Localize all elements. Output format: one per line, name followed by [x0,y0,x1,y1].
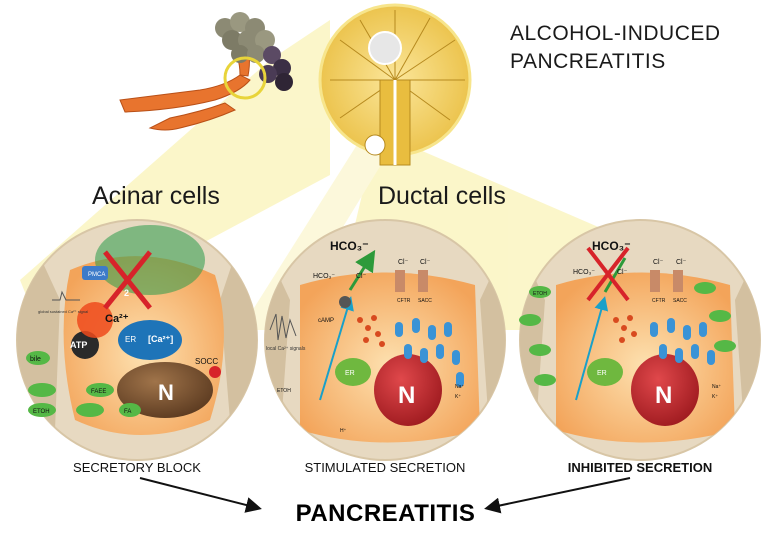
label-atp: ATP [70,340,87,350]
er-inhibited [587,358,623,386]
vesicles-inhibited [650,318,715,365]
label-hco3-stimulated: HCO₃⁻ [330,239,369,253]
calcium-burst [77,302,113,338]
pmca-pump [82,266,108,280]
acinar-cluster [215,12,293,91]
outcome-label: PANCREATITIS [295,500,476,527]
title-line-2: PANCREATITIS [510,50,666,73]
label-socc: SOCC [195,357,218,366]
acinar-cell-highlight [368,31,402,65]
section-acinar: Acinar cells [92,182,220,210]
label-etoh-acinar: ETOH [33,409,50,415]
label-ca-er: [Ca²⁺] [148,334,173,344]
section-ductal: Ductal cells [378,182,506,210]
label-local-signal: local Ca²⁺ signals [266,346,306,352]
label-nucleus-stimulated: N [398,382,415,409]
sacc-channel-inhibited [673,270,683,292]
label-er-acinar: ER [125,335,136,344]
label-sacc-stimulated: SACC [418,298,432,304]
label-global-signal: global sustained Ca²⁺ signal [38,309,88,314]
label-cl3-inhibited: Cl⁻ [676,259,687,266]
arrow-right-to-outcome [484,477,631,514]
cftr-channel-inhibited [650,270,660,292]
signal-arrow-stimulated [319,296,354,401]
zoom-ring [223,56,267,100]
signal-arrow-inhibited [575,296,609,401]
nucleus-stimulated [374,354,442,426]
label-cl2-inhibited: Cl⁻ [653,259,664,266]
beam-ductal-left [240,140,390,330]
panel-text: PMCA Ca²⁺ ATP ER [Ca²⁺] SOCC N FA FAEE E… [30,239,721,434]
calcium-dots-inhibited [613,315,637,343]
title-line-1: ALCOHOL-INDUCED [510,22,721,45]
label-nucleus-inhibited: N [655,382,672,409]
label-cftr-stimulated: CFTR [397,298,411,304]
caption-stimulated: STIMULATED SECRETION [304,460,466,475]
duct-branch-left [119,74,251,113]
label-nucleus-acinar: N [158,380,174,405]
label-k-inhibited: K⁺ [712,394,718,400]
label-cl-stimulated: Cl⁻ [356,273,367,280]
label-cl-inhibited: Cl⁻ [617,269,628,276]
nucleus-inhibited [631,354,699,426]
label-na-inhibited: Na⁺ [712,384,721,390]
label-hco3-small-stimulated: HCO₃⁻ [313,273,335,280]
label-etoh-inhibited: ETOH [533,291,547,297]
ductal-cell-highlight [364,134,386,156]
er-stimulated [335,358,371,386]
label-hco3-small-inhibited: HCO₃⁻ [573,269,595,276]
panel-acinar [16,219,258,461]
local-signal-trace [269,313,297,341]
global-signal-trace [52,290,80,301]
panel-inhibited [519,219,761,461]
label-hco3-inhibited: HCO₃⁻ [592,239,631,253]
vesicles-stimulated [395,318,464,387]
label-er-stimulated: ER [345,370,355,377]
socc-channel [209,366,221,378]
label-h-stimulated: H⁺ [340,428,347,434]
hco3-blocked-arrow [603,257,627,293]
arrow-left-to-outcome [139,477,262,513]
caption-acinar: SECRETORY BLOCK [73,460,201,475]
label-etoh-stimulated: ETOH [277,388,291,394]
exchanger-stimulated [339,296,351,308]
acinar-nucleus [117,362,213,418]
label-cl3-stimulated: Cl⁻ [420,259,431,266]
etoh-molecules-inhibited [519,282,736,386]
pancreas-illustration [119,12,293,131]
caption-inhibited: INHIBITED SECRETION [567,460,713,475]
duct-branch-lower [148,102,237,131]
label-bile: bile [30,356,41,363]
label-two: 2 [124,288,129,298]
label-pmca: PMCA [88,272,105,278]
label-k-stimulated: K⁺ [455,394,461,400]
panel-stimulated [264,219,506,461]
label-camp: cAMP [318,318,334,324]
acinar-er [118,320,182,360]
atp-organelle [71,331,99,359]
label-fa: FA [124,409,131,415]
label-sacc-inhibited: SACC [673,298,687,304]
figure-title: ALCOHOL-INDUCED PANCREATITIS [510,20,721,76]
label-cftr-inhibited: CFTR [652,298,666,304]
acinus-magnified [318,3,472,166]
cftr-channel-stimulated [395,270,405,292]
label-er-inhibited: ER [597,370,607,377]
label-cl2-stimulated: Cl⁻ [398,259,409,266]
label-ca-acinar: Ca²⁺ [105,313,129,325]
label-na-stimulated: Na⁺ [455,384,464,390]
label-faee: FAEE [91,389,106,395]
sacc-channel-stimulated [418,270,428,292]
hco3-efflux-arrow [348,249,376,291]
faee-pathway [26,351,141,417]
calcium-dots-stimulated [357,315,385,347]
